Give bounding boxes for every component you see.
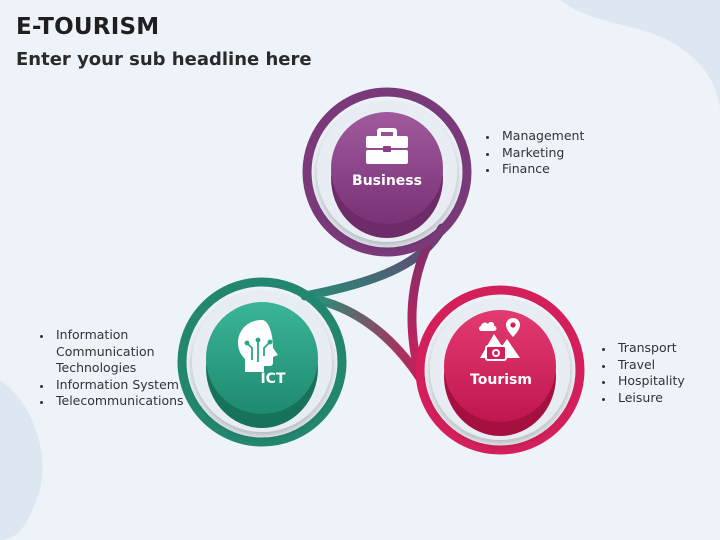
briefcase-icon [366, 128, 408, 164]
list-item: Information System [52, 377, 202, 394]
list-item: Management [498, 128, 584, 145]
ict-bullet-list: Information Communication Technologies I… [36, 327, 202, 410]
travel-mountain-camera-icon [478, 318, 520, 361]
ict-outer-ring [177, 277, 347, 447]
list-item: Telecommunications [52, 393, 202, 410]
page-subtitle: Enter your sub headline here [16, 49, 312, 70]
ict-label: ICT [260, 371, 285, 387]
list-item: Marketing [498, 145, 584, 162]
list-item: Information Communication Technologies [52, 327, 202, 377]
list-item: Leisure [614, 390, 685, 407]
business-node [331, 112, 443, 224]
list-item: Transport [614, 340, 685, 357]
tourism-outer-ring [415, 285, 585, 455]
tourism-bullet-list: Transport Travel Hospitality Leisure [598, 340, 685, 406]
list-item: Hospitality [614, 373, 685, 390]
page-title: E-TOURISM [16, 14, 160, 40]
business-label: Business [352, 173, 422, 189]
head-circuit-icon [238, 320, 278, 372]
business-bullet-list: Management Marketing Finance [482, 128, 584, 178]
business-outer-ring [302, 87, 472, 257]
list-item: Finance [498, 161, 584, 178]
ribbon-ict-tourism [313, 295, 425, 383]
tourism-label: Tourism [470, 372, 532, 388]
list-item: Travel [614, 357, 685, 374]
tourism-node [444, 310, 556, 422]
